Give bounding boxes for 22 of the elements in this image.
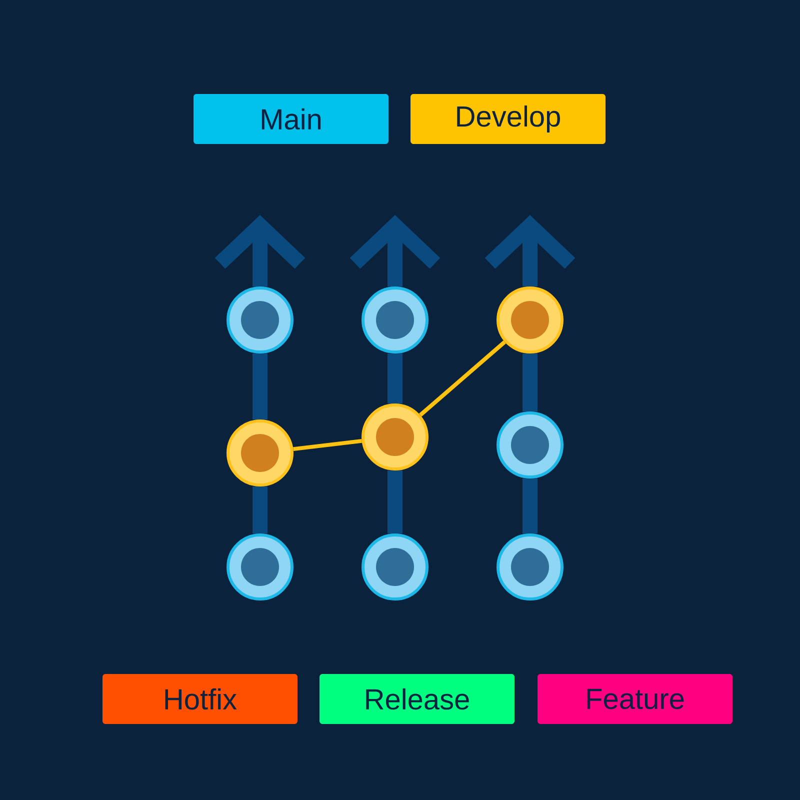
commit-circle bbox=[496, 286, 564, 354]
branch-line bbox=[388, 470, 402, 534]
branch-label: Feature bbox=[538, 674, 732, 724]
commit-circle bbox=[362, 286, 428, 354]
branch-line bbox=[388, 354, 402, 404]
commit-circle bbox=[226, 286, 294, 354]
branch-line bbox=[252, 486, 268, 534]
branch-line bbox=[522, 478, 538, 534]
commit-circle bbox=[362, 404, 428, 470]
merge-line bbox=[293, 438, 362, 452]
commit-circle bbox=[226, 420, 294, 486]
branch-label: Main bbox=[194, 94, 388, 144]
commit-circle bbox=[226, 534, 294, 600]
branch-line bbox=[522, 354, 538, 412]
branch-label: Develop bbox=[410, 94, 606, 144]
branch-label: Release bbox=[320, 674, 514, 724]
commit-circle bbox=[362, 534, 428, 600]
commit-circle bbox=[496, 534, 564, 600]
branch-line bbox=[252, 354, 268, 420]
merge-line bbox=[419, 340, 506, 417]
commit-circle bbox=[496, 412, 564, 478]
branch-label: Hotfix bbox=[102, 674, 298, 724]
